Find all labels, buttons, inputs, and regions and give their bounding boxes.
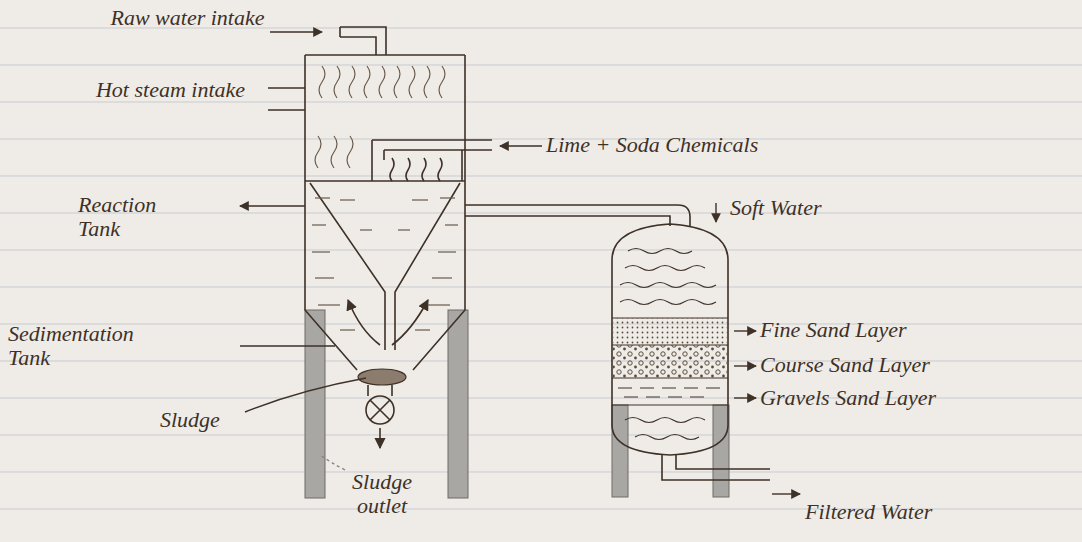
leader-lines bbox=[734, 397, 756, 398]
leader-lines bbox=[734, 330, 756, 331]
sand-filter bbox=[612, 224, 728, 455]
reactor-vessel bbox=[340, 27, 386, 55]
steam-squiggles bbox=[347, 136, 353, 168]
support-legs bbox=[612, 405, 628, 497]
part-label: Sludge bbox=[160, 408, 260, 432]
part-label: Gravels Sand Layer bbox=[760, 386, 1000, 410]
reactor-vessel bbox=[392, 300, 428, 345]
steam-squiggles bbox=[409, 66, 415, 98]
sand-filter bbox=[613, 318, 727, 345]
leader-lines bbox=[715, 203, 716, 222]
sand-filter bbox=[618, 388, 720, 397]
steam-squiggles bbox=[424, 66, 430, 98]
leader-lines bbox=[240, 32, 800, 494]
water-dashes bbox=[440, 197, 455, 198]
reactor-vessel bbox=[372, 140, 492, 181]
reactor-vessel bbox=[379, 428, 381, 448]
reactor-vessel bbox=[366, 396, 394, 424]
steam-squiggles bbox=[349, 66, 355, 98]
part-label: Fine Sand Layer bbox=[760, 318, 980, 342]
part-label: Sludge outlet bbox=[332, 470, 432, 518]
steam-squiggles bbox=[379, 66, 385, 98]
reactor-vessel bbox=[268, 27, 492, 448]
part-label: Soft Water bbox=[730, 196, 890, 220]
reactor-vessel bbox=[348, 300, 380, 345]
ruled-paper bbox=[0, 176, 1082, 177]
steam-squiggles bbox=[394, 66, 400, 98]
soft-water-pipe bbox=[465, 216, 670, 226]
water-dashes bbox=[428, 304, 450, 305]
leader-lines bbox=[270, 31, 322, 32]
ruled-paper bbox=[0, 287, 1082, 288]
water-dashes bbox=[312, 198, 458, 330]
ruled-paper bbox=[0, 324, 1082, 325]
sand-filter bbox=[662, 454, 770, 480]
part-label: Sedimentation Tank bbox=[8, 322, 158, 370]
water-dashes bbox=[312, 224, 326, 225]
water-dashes bbox=[398, 229, 410, 230]
part-label: Reaction Tank bbox=[78, 193, 196, 241]
reactor-vessel bbox=[390, 158, 442, 181]
steam-squiggles bbox=[319, 66, 325, 98]
support-legs bbox=[305, 310, 325, 498]
water-dashes bbox=[340, 199, 355, 200]
sand-filter bbox=[613, 345, 727, 378]
sludge-blob bbox=[358, 369, 406, 385]
reactor-vessel bbox=[268, 88, 305, 110]
soft-water-pipe bbox=[465, 205, 690, 226]
leader-lines bbox=[320, 455, 345, 470]
ruled-paper bbox=[0, 28, 1082, 509]
water-dashes bbox=[360, 229, 372, 230]
steam-squiggles bbox=[364, 66, 370, 98]
water-dashes bbox=[340, 329, 355, 330]
part-label: Course Sand Layer bbox=[760, 353, 980, 377]
water-dashes bbox=[438, 251, 456, 252]
water-dashes bbox=[315, 277, 334, 278]
ruled-paper bbox=[0, 139, 1082, 140]
leader-lines bbox=[734, 365, 756, 366]
part-label: Hot steam intake bbox=[78, 78, 263, 102]
sludge-blob bbox=[358, 369, 406, 385]
water-dashes bbox=[315, 197, 330, 198]
leader-lines bbox=[240, 345, 335, 346]
ruled-paper bbox=[0, 472, 1082, 473]
steam-squiggles bbox=[315, 66, 445, 168]
soft-water-pipe bbox=[465, 205, 690, 226]
leader-lines bbox=[245, 378, 366, 412]
water-dashes bbox=[318, 304, 340, 305]
part-label: Raw water intake bbox=[100, 6, 275, 30]
steam-squiggles bbox=[331, 136, 337, 168]
leader-lines bbox=[772, 493, 800, 494]
ruled-paper bbox=[0, 435, 1082, 436]
reactor-vessel bbox=[370, 400, 390, 420]
ruled-paper bbox=[0, 65, 1082, 66]
steam-squiggles bbox=[334, 66, 340, 98]
water-dashes bbox=[312, 251, 330, 252]
reactor-vessel bbox=[310, 183, 460, 350]
leader-lines bbox=[240, 205, 305, 206]
reactor-vessel bbox=[305, 180, 465, 182]
part-label: Filtered Water bbox=[805, 500, 1025, 524]
support-legs bbox=[448, 310, 468, 498]
water-dashes bbox=[412, 199, 428, 200]
reactor-vessel bbox=[305, 55, 465, 370]
water-dashes bbox=[415, 329, 430, 330]
sand-filter bbox=[612, 318, 728, 405]
water-dashes bbox=[445, 224, 458, 225]
ruled-paper bbox=[0, 213, 1082, 214]
reactor-vessel bbox=[368, 385, 392, 396]
support-legs bbox=[713, 405, 729, 497]
part-label: Lime + Soda Chemicals bbox=[546, 133, 806, 157]
steam-squiggles bbox=[439, 66, 445, 98]
ruled-paper bbox=[0, 250, 1082, 251]
sand-filter bbox=[620, 249, 716, 305]
water-dashes bbox=[432, 277, 452, 278]
sand-filter bbox=[625, 418, 705, 440]
sand-filter bbox=[612, 224, 770, 480]
leader-lines bbox=[500, 145, 542, 146]
steam-squiggles bbox=[315, 136, 321, 168]
